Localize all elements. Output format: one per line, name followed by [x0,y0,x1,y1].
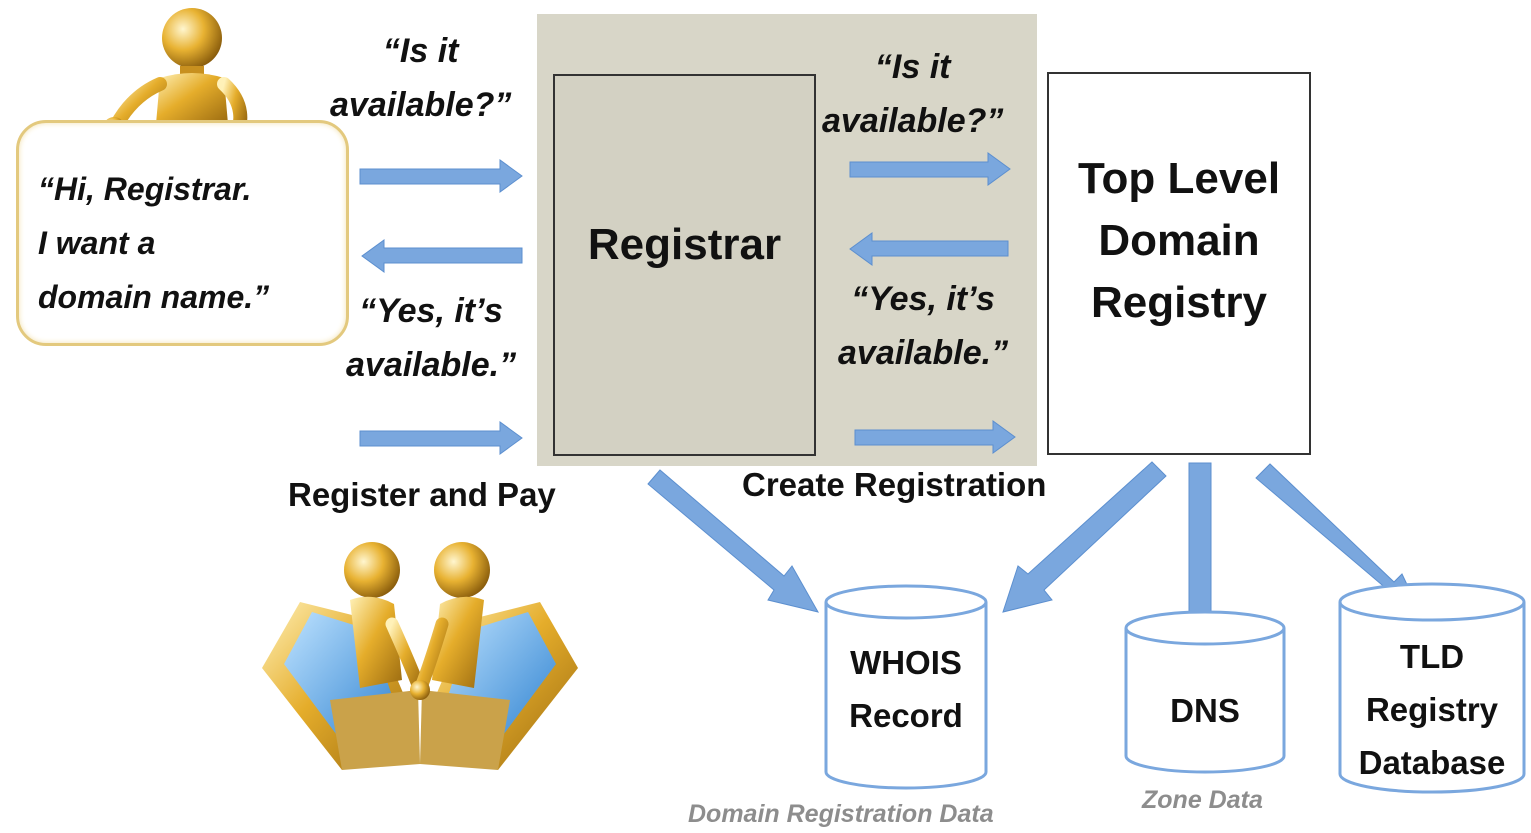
arrow-create-to-tld [854,420,1016,454]
right-reply-label: “Yes, it’s available.” [838,280,1009,372]
arrow-ask-to-registrar [359,159,523,193]
create-registration-label: Create Registration [742,466,1047,503]
arrow-registrar-to-whois [647,469,820,613]
right-ask-label: “Is it available?” [822,48,1004,140]
arrow-tld-to-whois [1002,461,1167,613]
whois-caption: Domain Registration Data [688,800,994,828]
arrow-reply-to-registrar [849,232,1009,266]
user-speech-bubble [16,120,349,346]
arrow-reply-to-user [361,239,523,273]
whois-database-icon [824,584,988,790]
left-reply-label: “Yes, it’s available.” [346,292,517,384]
registrar-box: Registrar [553,74,816,456]
dns-caption: Zone Data [1142,786,1263,814]
whois-label: WHOIS Record [849,644,963,734]
arrow-ask-to-tld [849,152,1011,186]
tld-registry-box: Top Level Domain Registry [1047,72,1311,455]
handshake-laptops-icon [262,542,578,770]
user-speech-text: “Hi, Registrar. I want a domain name.” [38,171,270,315]
tld-registry-label: Top Level Domain Registry [1077,154,1281,327]
tld-database-icon [1338,582,1526,794]
dns-label: DNS [1170,692,1240,729]
tld-db-label: TLD Registry Database [1358,638,1506,781]
left-ask-label: “Is it available?” [330,32,512,124]
dns-database-icon [1124,610,1286,774]
register-pay-label: Register and Pay [288,476,556,513]
arrow-register-to-registrar [359,421,523,455]
registrar-label: Registrar [587,220,782,269]
